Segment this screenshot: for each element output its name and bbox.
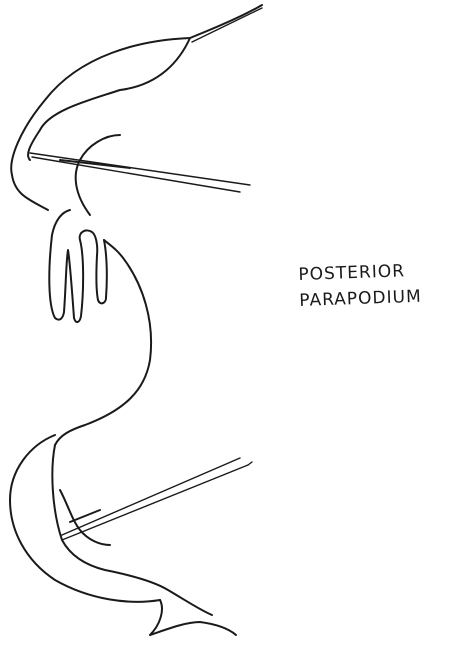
upper-acicula-line-1 <box>30 153 250 185</box>
upper-lobe-outline <box>11 5 262 210</box>
lower-acicula-line-2 <box>62 465 248 540</box>
upper-hook <box>76 135 120 215</box>
label-line-2: Parapodium <box>299 284 422 314</box>
right-guide-upper <box>192 8 262 42</box>
right-guide-lower <box>248 462 252 465</box>
upper-lobe-inner-ridge <box>28 38 190 160</box>
lower-acicula-line-1 <box>62 458 240 535</box>
middle-lobe-left <box>49 210 107 322</box>
upper-acicula-line-2 <box>32 157 240 192</box>
diagram-label: Posterior Parapodium <box>298 258 422 314</box>
